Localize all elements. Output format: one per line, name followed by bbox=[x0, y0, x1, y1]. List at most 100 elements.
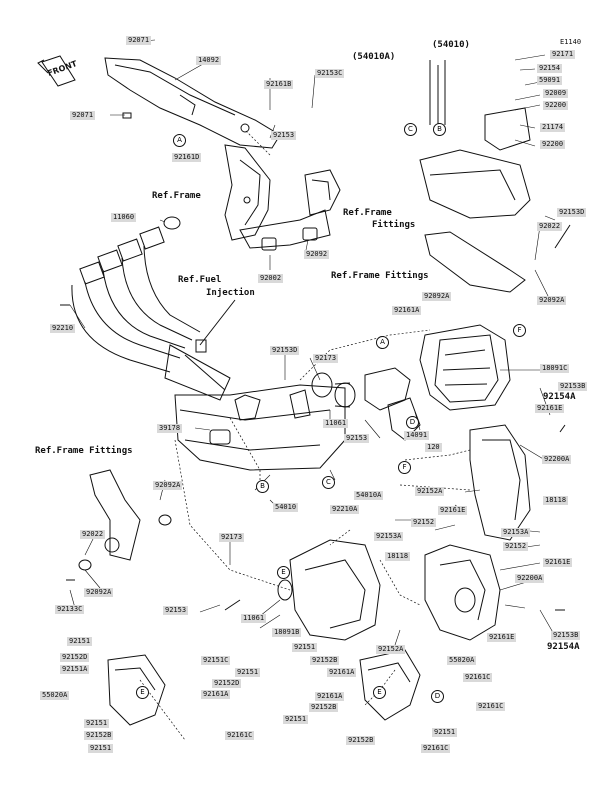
part-number[interactable]: 92152B bbox=[84, 731, 114, 740]
part-number[interactable]: 92161E bbox=[543, 558, 573, 567]
callout: E bbox=[373, 686, 386, 699]
part-number[interactable]: 92161A bbox=[392, 306, 422, 315]
part-number[interactable]: 92210A bbox=[330, 505, 360, 514]
part-number[interactable]: 92002 bbox=[258, 274, 284, 283]
callout: B bbox=[433, 123, 446, 136]
part-number[interactable]: 92200A bbox=[542, 455, 572, 464]
part-number[interactable]: 92161E bbox=[438, 506, 468, 515]
part-number[interactable]: 55020A bbox=[447, 656, 477, 665]
part-number[interactable]: 92151C bbox=[201, 656, 231, 665]
part-number[interactable]: 92152D bbox=[60, 653, 90, 662]
part-number[interactable]: 14092 bbox=[196, 56, 222, 65]
part-number[interactable]: 92153D bbox=[270, 346, 300, 355]
ref-fuel-label-2: Injection bbox=[206, 288, 255, 298]
part-number[interactable]: 92151 bbox=[88, 744, 114, 753]
callout: E bbox=[136, 686, 149, 699]
part-number[interactable]: 11061 bbox=[241, 614, 267, 623]
part-number[interactable]: 92092A bbox=[422, 292, 452, 301]
callout: A bbox=[173, 134, 186, 147]
part-number[interactable]: 92161A bbox=[315, 692, 345, 701]
callout: F bbox=[398, 461, 411, 474]
part-number[interactable]: 92153A bbox=[374, 532, 404, 541]
part-number[interactable]: 14091 bbox=[404, 431, 430, 440]
part-number[interactable]: 11061 bbox=[323, 419, 349, 428]
part-number[interactable]: 120 bbox=[425, 443, 442, 452]
part-number[interactable]: 92151 bbox=[283, 715, 309, 724]
part-number[interactable]: 92133C bbox=[55, 605, 85, 614]
part-number[interactable]: 92161A bbox=[201, 690, 231, 699]
part-number[interactable]: 54010 bbox=[273, 503, 299, 512]
part-number[interactable]: 92022 bbox=[537, 222, 563, 231]
part-number[interactable]: 11060 bbox=[111, 213, 137, 222]
callout: B bbox=[256, 480, 269, 493]
part-number[interactable]: 92152A bbox=[415, 487, 445, 496]
diagram-code: E1140 bbox=[560, 38, 582, 46]
part-number[interactable]: 92153B bbox=[558, 382, 588, 391]
ref-frame-fittings-right-label: Ref.Frame Fittings bbox=[331, 271, 429, 281]
part-number[interactable]: 55020A bbox=[40, 691, 70, 700]
ref-frame-fittings-left-label: Ref.Frame Fittings bbox=[35, 446, 133, 456]
part-number[interactable]: 92161C bbox=[225, 731, 255, 740]
part-number[interactable]: 92152D bbox=[212, 679, 242, 688]
part-number[interactable]: 39178 bbox=[157, 424, 183, 433]
part-number[interactable]: 92154 bbox=[537, 64, 563, 73]
part-number[interactable]: 92071 bbox=[70, 111, 96, 120]
ref-frame-label: Ref.Frame bbox=[152, 191, 201, 201]
part-number[interactable]: 92092A bbox=[537, 296, 567, 305]
part-number[interactable]: 59091 bbox=[537, 76, 563, 85]
part-number[interactable]: 21174 bbox=[540, 123, 566, 132]
part-number[interactable]: 92153 bbox=[163, 606, 189, 615]
part-number[interactable]: 92161E bbox=[535, 404, 565, 413]
part-number[interactable]: 92161B bbox=[264, 80, 294, 89]
part-number[interactable]: 92151 bbox=[292, 643, 318, 652]
part-number[interactable]: 92173 bbox=[219, 533, 245, 542]
part-number[interactable]: 92153D bbox=[557, 208, 587, 217]
part-number[interactable]: 92092A bbox=[84, 588, 114, 597]
part-number[interactable]: 54010A bbox=[354, 491, 384, 500]
ref-fuel-label-1: Ref.Fuel bbox=[178, 275, 222, 285]
part-number[interactable]: 92152A bbox=[376, 645, 406, 654]
part-number[interactable]: 92161A bbox=[327, 668, 357, 677]
part-number[interactable]: 92200 bbox=[543, 101, 569, 110]
part-number[interactable]: 92153A bbox=[501, 528, 531, 537]
part-number[interactable]: 92210 bbox=[50, 324, 76, 333]
part-number[interactable]: 92154A bbox=[543, 392, 576, 402]
part-number[interactable]: 92092 bbox=[304, 250, 330, 259]
part-number[interactable]: 18118 bbox=[385, 552, 411, 561]
part-number[interactable]: 92152 bbox=[411, 518, 437, 527]
part-number[interactable]: 92153C bbox=[315, 69, 345, 78]
part-number[interactable]: 92154A bbox=[547, 642, 580, 652]
part-number[interactable]: 92152B bbox=[346, 736, 376, 745]
part-number[interactable]: 18091B bbox=[272, 628, 302, 637]
part-number[interactable]: 92153 bbox=[344, 434, 370, 443]
part-number[interactable]: 92161C bbox=[421, 744, 451, 753]
part-number[interactable]: 92071 bbox=[126, 36, 152, 45]
part-number[interactable]: 92151 bbox=[84, 719, 110, 728]
part-number[interactable]: 92161E bbox=[487, 633, 517, 642]
part-number[interactable]: 92152B bbox=[309, 703, 339, 712]
part-number[interactable]: 92022 bbox=[80, 530, 106, 539]
part-number[interactable]: 92151A bbox=[60, 665, 90, 674]
part-number[interactable]: 92009 bbox=[543, 89, 569, 98]
part-number[interactable]: 92153B bbox=[551, 631, 581, 640]
part-number[interactable]: 92151 bbox=[432, 728, 458, 737]
ref-frame-fittings-label-1: Ref.Frame bbox=[343, 208, 392, 218]
bracket-54010-label: (54010) bbox=[432, 40, 470, 50]
part-number[interactable]: 92161C bbox=[463, 673, 493, 682]
part-number[interactable]: 92151 bbox=[235, 668, 261, 677]
part-number[interactable]: 92153 bbox=[271, 131, 297, 140]
part-number[interactable]: 92200 bbox=[540, 140, 566, 149]
part-number[interactable]: 92152B bbox=[310, 656, 340, 665]
part-number[interactable]: 92151 bbox=[67, 637, 93, 646]
part-number[interactable]: 92171 bbox=[550, 50, 576, 59]
part-number[interactable]: 92161D bbox=[172, 153, 202, 162]
part-number[interactable]: 92152 bbox=[503, 542, 529, 551]
part-number[interactable]: 92092A bbox=[153, 481, 183, 490]
part-number[interactable]: 92200A bbox=[515, 574, 545, 583]
part-number[interactable]: 92161C bbox=[476, 702, 506, 711]
part-number[interactable]: 18118 bbox=[543, 496, 569, 505]
part-number[interactable]: 18091C bbox=[540, 364, 570, 373]
part-number[interactable]: 92173 bbox=[313, 354, 339, 363]
